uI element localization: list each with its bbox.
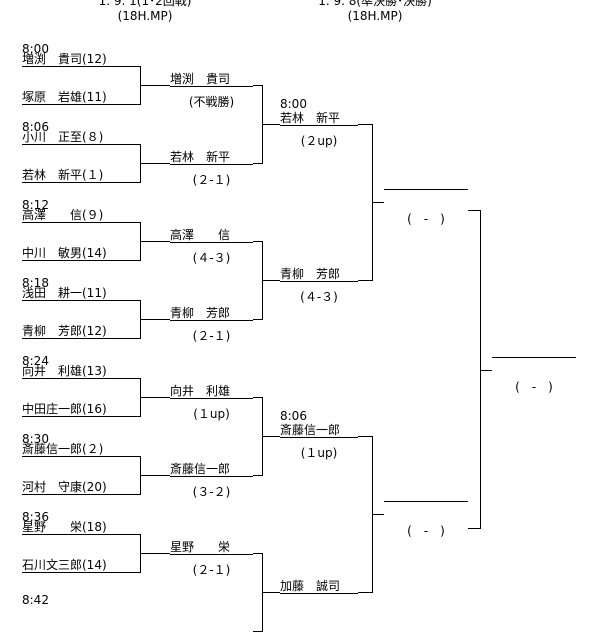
bracket-line	[253, 475, 262, 476]
bracket-line	[262, 592, 280, 593]
round2-winner: 若林 新平	[280, 111, 358, 126]
player-entry: 河村 守康(20)	[22, 480, 140, 495]
player-entry: 増渕 貴司(12)	[22, 52, 140, 67]
bracket-line	[140, 319, 170, 320]
player-entry: 向井 利雄(13)	[22, 364, 140, 379]
round1-format: (18H.MP)	[117, 9, 173, 23]
bracket-line	[358, 124, 372, 125]
bracket-line	[358, 280, 372, 281]
match-time: 8:00	[280, 97, 307, 111]
round1-winner: 増渕 貴司	[170, 72, 253, 87]
match-score: (２up)	[300, 134, 338, 148]
round2-winner: 青柳 芳郎	[280, 267, 358, 282]
round1-date: 1. 9. 1(1･2回戦)	[98, 0, 192, 8]
player-entry: 若林 新平(１)	[22, 168, 140, 183]
match-score: (２-１)	[192, 173, 231, 187]
bracket-line	[358, 436, 372, 437]
bracket-line	[372, 202, 384, 203]
bracket-line	[468, 528, 480, 529]
bracket-line	[140, 241, 170, 242]
match-score: (２-１)	[192, 563, 231, 577]
bracket-line	[480, 210, 481, 529]
round1-winner: 斎藤信一郎	[170, 462, 253, 477]
match-time: 8:06	[22, 120, 49, 134]
match-time: 8:36	[22, 510, 49, 524]
bracket-line	[468, 210, 480, 211]
bracket-line	[140, 85, 170, 86]
match-time: 8:42	[22, 593, 49, 607]
bracket-line	[262, 124, 280, 125]
semifinal-winner	[384, 189, 468, 190]
bracket-line	[140, 553, 170, 554]
round1-winner: 若林 新平	[170, 150, 253, 165]
round1-winner: 高澤 信	[170, 228, 253, 243]
champion	[492, 357, 576, 358]
match-score: (２-１)	[192, 329, 231, 343]
bracket-line	[253, 241, 262, 242]
player-entry: 高澤 信(９)	[22, 208, 140, 223]
bracket-line	[140, 163, 170, 164]
bracket-line	[253, 85, 262, 86]
bracket-line	[262, 436, 280, 437]
match-time: 8:24	[22, 354, 49, 368]
match-score: (３-２)	[192, 485, 231, 499]
match-time: 8:00	[22, 42, 49, 56]
round2-date: 1. 9. 8(準決勝･決勝)	[318, 0, 432, 8]
player-entry: 中田庄一郎(16)	[22, 402, 140, 417]
bracket-line	[358, 592, 372, 593]
match-score: ( - )	[407, 524, 445, 538]
player-entry: 小川 正至(８)	[22, 130, 140, 145]
player-entry: 星野 栄(18)	[22, 520, 140, 535]
bracket-line	[253, 163, 262, 164]
round2-winner: 斎藤信一郎	[280, 423, 358, 438]
bracket-line	[140, 475, 170, 476]
player-entry: 青柳 芳郎(12)	[22, 324, 140, 339]
match-score: (不戦勝)	[188, 95, 235, 109]
player-entry: 浅田 耕一(11)	[22, 286, 140, 301]
match-score: (４-３)	[300, 290, 338, 304]
bracket-line	[253, 319, 262, 320]
match-score: (１up)	[300, 446, 338, 460]
match-time: 8:06	[280, 409, 307, 423]
match-score: ( - )	[407, 212, 445, 226]
bracket-line	[253, 397, 262, 398]
round1-winner: 青柳 芳郎	[170, 306, 253, 321]
round2-winner: 加藤 誠司	[280, 579, 358, 594]
semifinal-winner	[384, 501, 468, 502]
match-time: 8:30	[22, 432, 49, 446]
match-score: (１up)	[193, 407, 230, 421]
match-time: 8:12	[22, 198, 49, 212]
bracket-line	[372, 514, 384, 515]
match-time: 8:18	[22, 276, 49, 290]
bracket-line	[253, 553, 262, 554]
player-entry: 石川文三郎(14)	[22, 558, 140, 573]
round2-format: (18H.MP)	[347, 9, 403, 23]
bracket-line	[262, 280, 280, 281]
bracket-line	[480, 370, 492, 371]
round1-winner: 向井 利雄	[170, 384, 253, 399]
bracket-line	[140, 397, 170, 398]
match-score: ( - )	[515, 380, 553, 394]
player-entry: 塚原 岩雄(11)	[22, 90, 140, 105]
match-score: (４-３)	[192, 251, 231, 265]
player-entry: 中川 敏男(14)	[22, 246, 140, 261]
player-entry: 斎藤信一郎(２)	[22, 442, 140, 457]
round1-winner: 星野 栄	[170, 540, 253, 555]
